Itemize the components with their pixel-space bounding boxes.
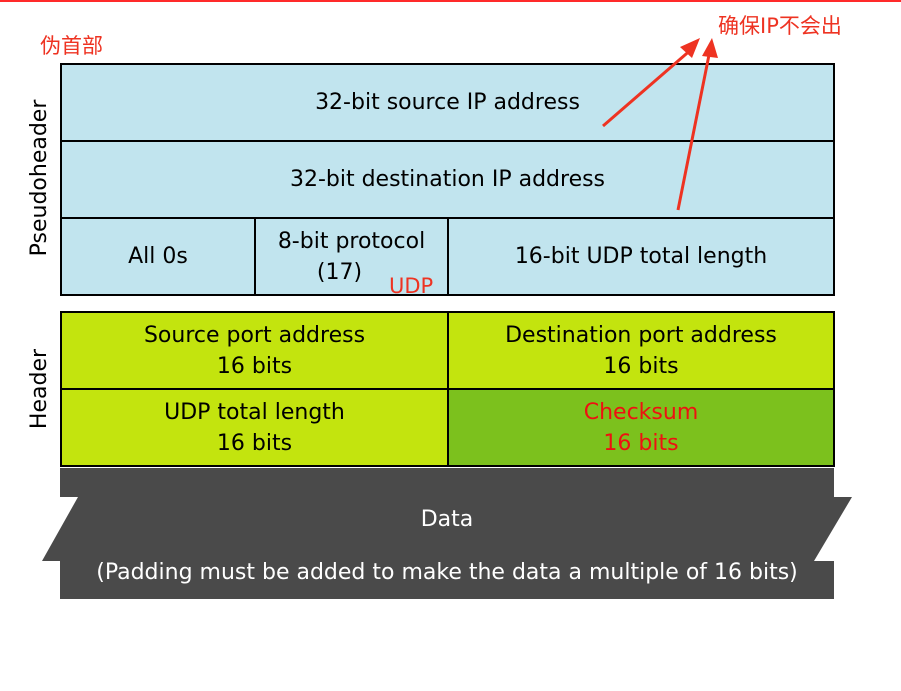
- arrowhead-1-icon: [680, 38, 700, 58]
- arrow-to-source-ip: [602, 46, 694, 128]
- udp-total-length-cell: 16-bit UDP total length: [447, 217, 835, 296]
- source-port-bits: 16 bits: [216, 353, 293, 379]
- data-padding-note: (Padding must be added to make the data …: [96, 560, 798, 585]
- source-port-label: Source port address: [143, 322, 366, 348]
- dest-port-cell: Destination port address 16 bits: [447, 311, 835, 390]
- ensure-ip-annotation: 确保IP不会出: [718, 14, 842, 38]
- arrow-to-dest-ip: [676, 49, 712, 211]
- checksum-bits: 16 bits: [603, 430, 679, 456]
- protocol-cell: 8-bit protocol (17): [254, 217, 449, 296]
- source-ip-label: 32-bit source IP address: [315, 90, 580, 115]
- udp-length-bits: 16 bits: [216, 430, 293, 456]
- source-port-cell: Source port address 16 bits: [60, 311, 449, 390]
- protocol-value: (17): [316, 259, 363, 285]
- dest-ip-label: 32-bit destination IP address: [289, 167, 606, 192]
- protocol-label: 8-bit protocol: [277, 228, 426, 254]
- all-zeros-label: All 0s: [128, 244, 188, 269]
- udp-length-label: UDP total length: [164, 399, 345, 425]
- dest-port-bits: 16 bits: [603, 353, 679, 379]
- udp-annotation: UDP: [389, 274, 434, 298]
- udp-length-cell: UDP total length 16 bits: [60, 388, 449, 467]
- checksum-cell: Checksum 16 bits: [447, 388, 835, 467]
- dest-port-label: Destination port address: [505, 322, 777, 348]
- data-title: Data: [420, 507, 474, 532]
- pseudoheader-cn-annotation: 伪首部: [40, 34, 103, 58]
- arrowhead-2-icon: [702, 38, 718, 58]
- top-red-line: [0, 0, 901, 2]
- udp-total-length-label: 16-bit UDP total length: [514, 244, 768, 269]
- checksum-label: Checksum: [583, 399, 699, 425]
